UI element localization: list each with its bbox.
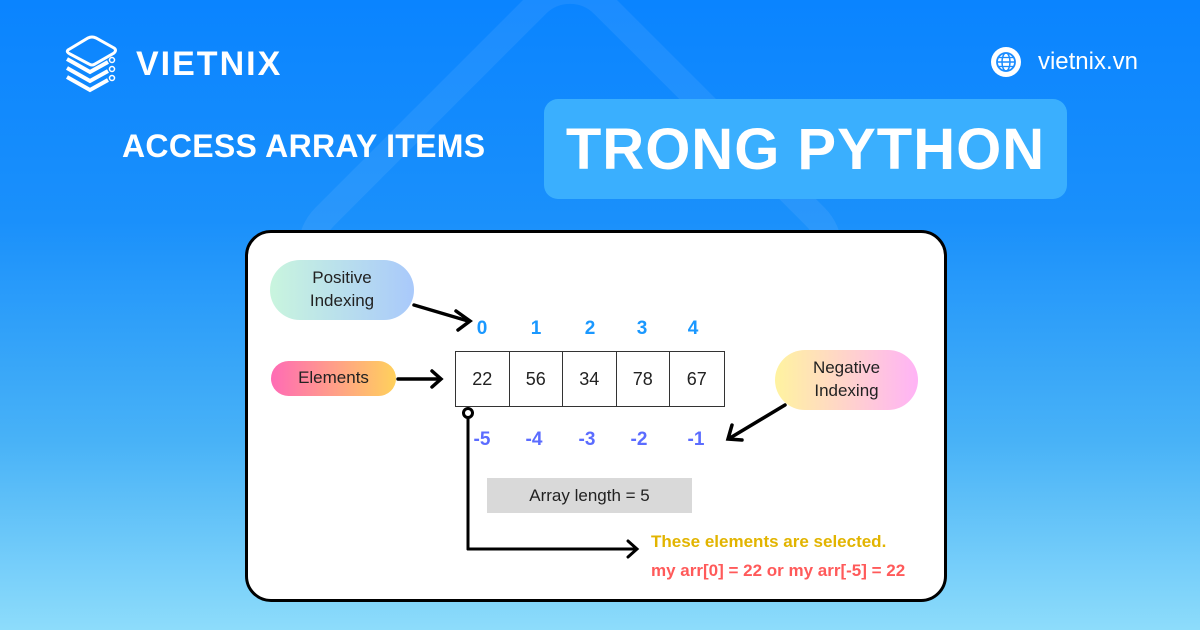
negative-label-line1: Negative: [812, 358, 881, 378]
negative-index: -5: [473, 429, 491, 450]
positive-index: 2: [584, 318, 596, 339]
globe-icon: [990, 47, 1021, 77]
negative-index: -1: [687, 429, 705, 450]
array-cell: 78: [617, 352, 670, 406]
positive-index: 3: [636, 318, 648, 339]
brand-logo[interactable]: VIETNIX: [62, 32, 282, 96]
selection-connector-icon: [462, 407, 640, 559]
positive-index: 1: [530, 318, 542, 339]
positive-index: 4: [687, 318, 699, 339]
array-length-box: Array length = 5: [487, 478, 692, 513]
example-expression: my arr[0] = 22 or my arr[-5] = 22: [651, 561, 906, 580]
stacked-server-icon: [65, 35, 117, 93]
array-cell: 34: [563, 352, 617, 406]
website-link[interactable]: vietnix.vn: [990, 46, 1138, 78]
elements-label: Elements: [271, 361, 396, 396]
title-highlight-box: TRONG PYTHON: [544, 99, 1067, 199]
negative-index: -4: [525, 429, 543, 450]
negative-label-line2: Indexing: [814, 381, 879, 400]
array-cells: 22 56 34 78 67: [455, 351, 725, 407]
array-cell: 56: [510, 352, 563, 406]
website-url: vietnix.vn: [1037, 48, 1138, 75]
positive-index: 0: [476, 318, 488, 339]
arrow-elements-icon: [396, 369, 444, 389]
title-left: ACCESS ARRAY ITEMS: [122, 128, 486, 164]
array-cell: 67: [686, 368, 707, 389]
brand-name: VIETNIX: [136, 44, 283, 83]
arrow-positive-icon: [412, 303, 473, 332]
array-cell: 22: [456, 352, 510, 406]
negative-index: -2: [630, 429, 648, 450]
negative-index: -3: [578, 429, 596, 450]
positive-label-line2: Indexing: [309, 291, 375, 310]
arrow-negative-icon: [725, 403, 787, 442]
diagram-arrows: [396, 303, 787, 559]
title-right: TRONG PYTHON: [565, 116, 1046, 182]
selected-note: These elements are selected.: [651, 532, 887, 551]
positive-label-line1: Positive: [312, 268, 372, 288]
